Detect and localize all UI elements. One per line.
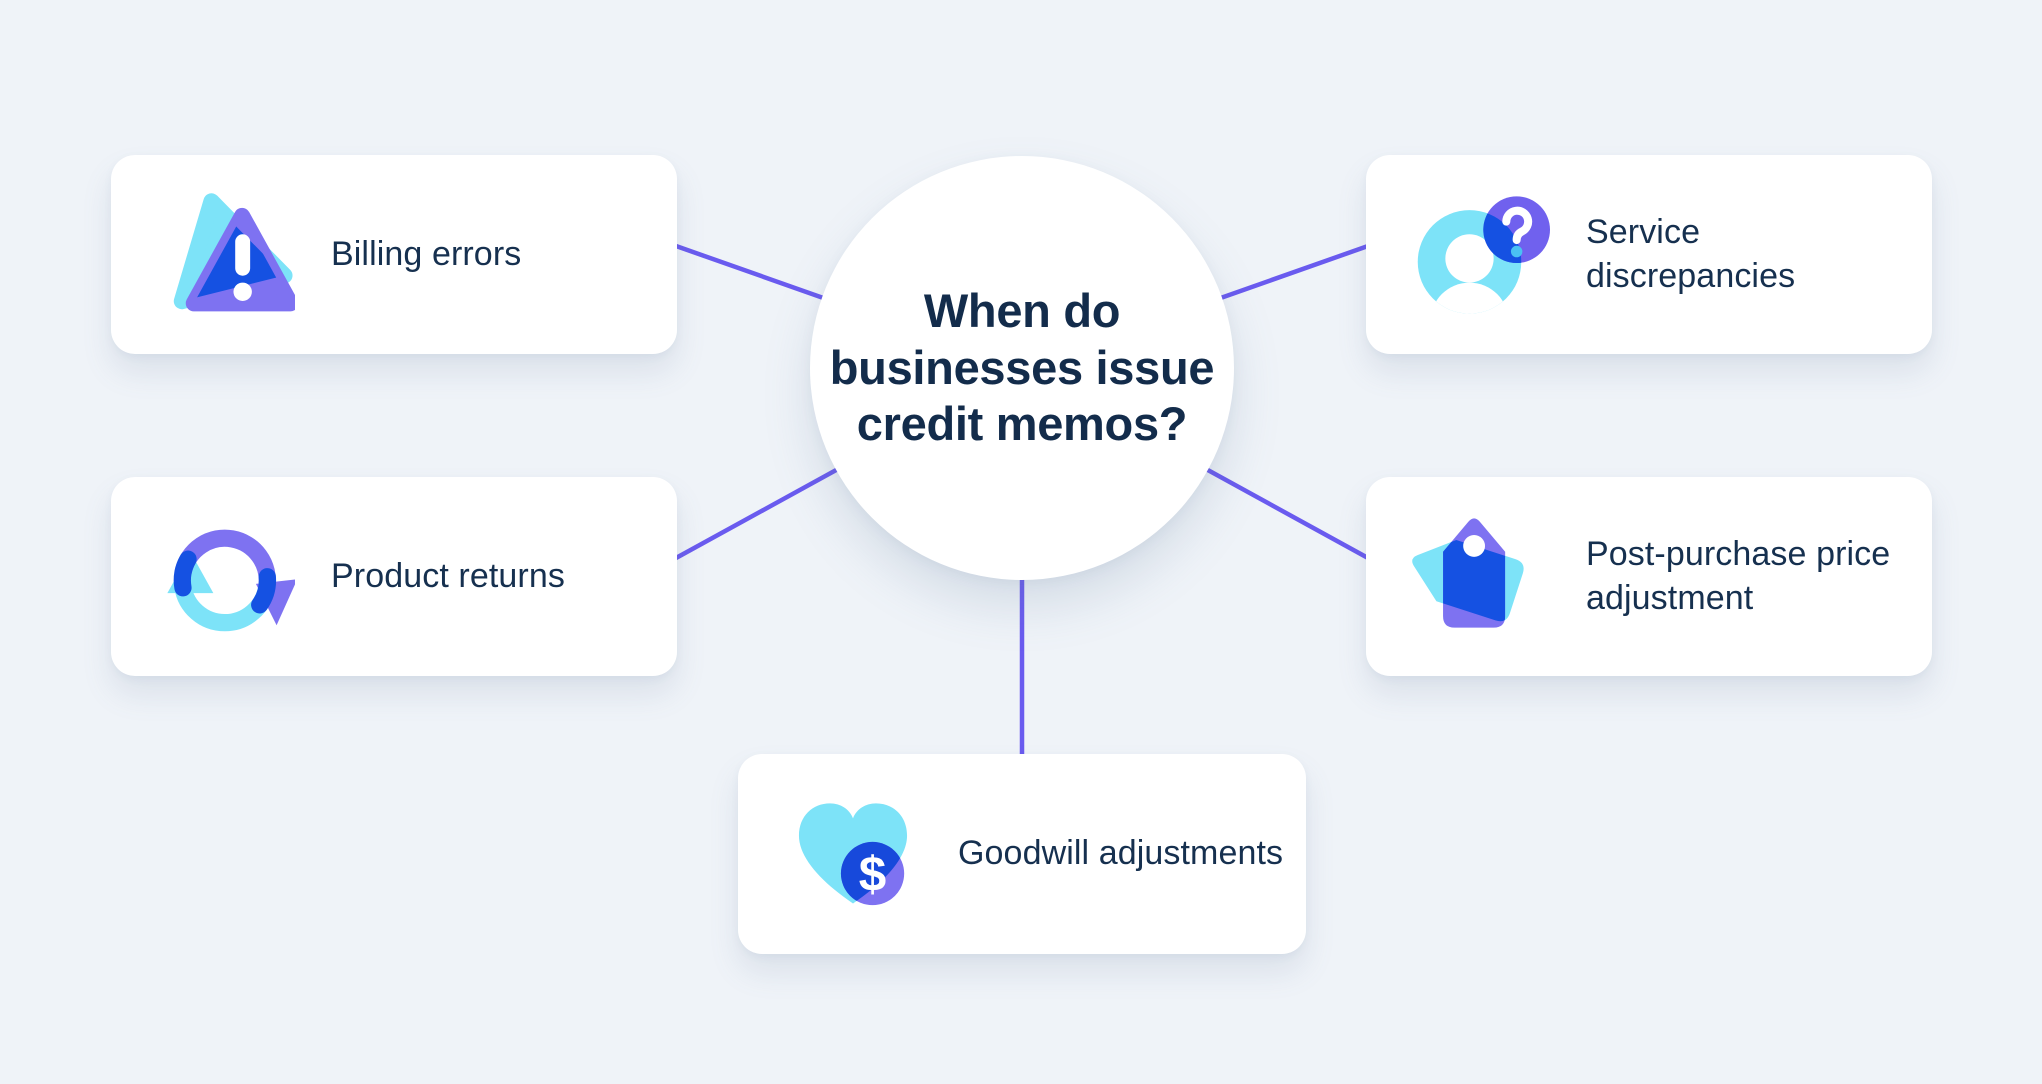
- card-label: Service discrepancies: [1586, 212, 1796, 295]
- card-product-returns: Product returns: [111, 477, 677, 676]
- card-label: Post-purchase price adjustment: [1586, 534, 1891, 617]
- center-node: When do businesses issue credit memos?: [810, 156, 1234, 580]
- title-line-1: When do: [923, 284, 1121, 338]
- warning-triangle-icon: [173, 192, 295, 311]
- card-label: Product returns: [331, 556, 565, 595]
- price-tags-icon: [1412, 517, 1524, 628]
- diagram-title: When do businesses issue credit memos?: [829, 283, 1215, 452]
- circular-arrows-icon: [167, 529, 295, 631]
- title-line-2: businesses issue: [829, 340, 1215, 394]
- card-label: Goodwill adjustments: [958, 834, 1284, 873]
- card-service-discrepancies: Service discrepancies: [1366, 155, 1932, 354]
- card-billing-errors: Billing errors: [111, 155, 677, 354]
- card-goodwill-adjustments: $ Goodwill adjustments: [738, 754, 1306, 954]
- title-line-3: credit memos?: [856, 397, 1188, 451]
- card-label: Billing errors: [331, 234, 522, 273]
- heart-dollar-icon: $: [798, 803, 908, 906]
- card-post-purchase-price-adjustment: Post-purchase price adjustment: [1366, 477, 1932, 676]
- svg-text:$: $: [859, 847, 887, 902]
- person-question-icon: [1417, 195, 1550, 314]
